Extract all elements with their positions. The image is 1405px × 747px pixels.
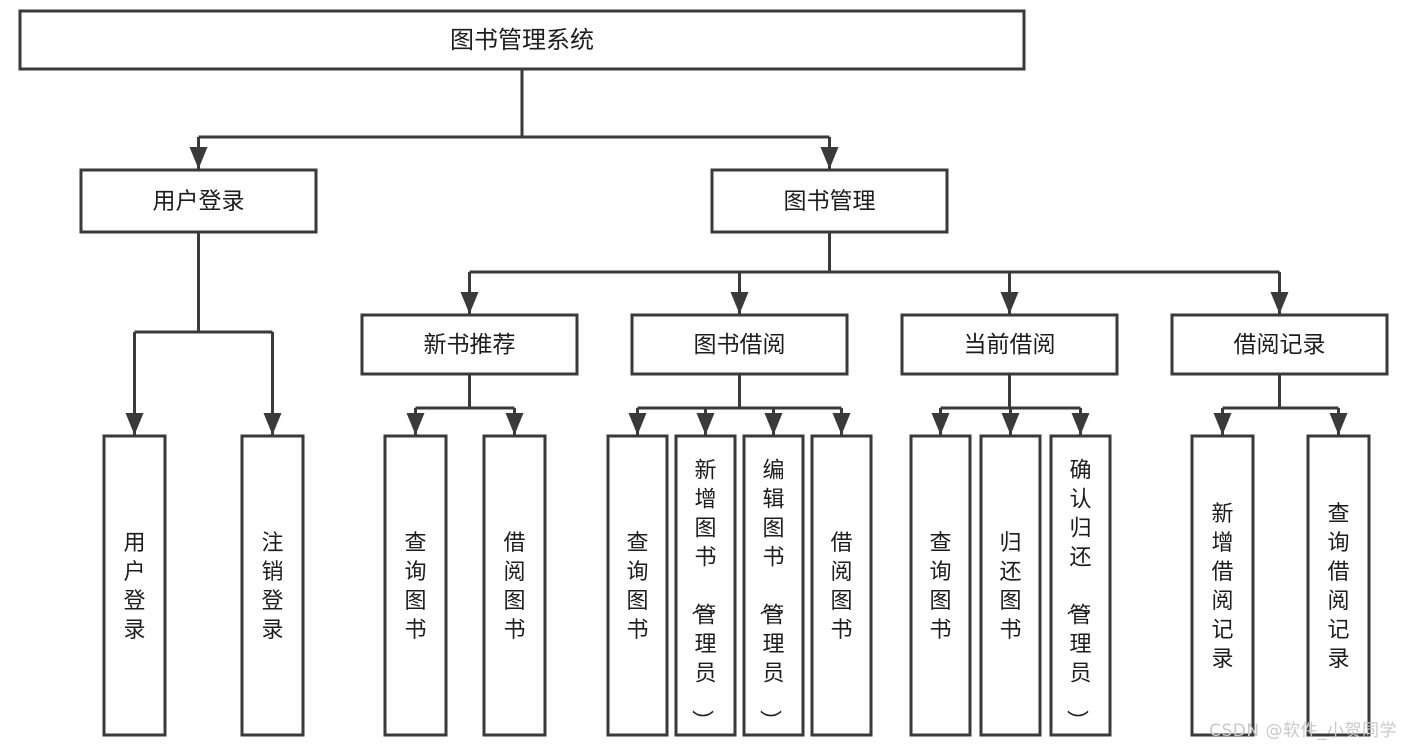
node-label-new-book-rec: 新书推荐 (424, 332, 516, 358)
arrow-book-borrow-to-leaf-borrow-edit (764, 413, 783, 435)
leaf-label-leaf-cur-confirm: 确认归还（管理员） (1063, 459, 1091, 732)
leaf-leaf-cur-confirm[interactable]: 确认归还（管理员） (1049, 434, 1112, 737)
leaf-label-leaf-user-logout: 注销登录 (261, 531, 283, 643)
leaf-box-leaf-borrow-edit (742, 434, 805, 737)
node-user-login[interactable]: 用户登录 (79, 168, 318, 234)
leaf-box-leaf-cur-confirm (1049, 434, 1112, 737)
node-label-user-login: 用户登录 (153, 189, 245, 215)
leaf-label-leaf-borrow-add: 新增图书（管理员） (688, 459, 716, 732)
leaf-label-leaf-cur-return: 归还图书 (999, 531, 1021, 643)
arrow-bm-to-current-borrow (1000, 292, 1019, 314)
leaf-box-leaf-rec-query (383, 434, 448, 737)
leaf-label-leaf-user-login: 用户登录 (123, 531, 145, 643)
node-box-book-borrow (630, 313, 849, 376)
node-book-borrow[interactable]: 图书借阅 (630, 313, 849, 376)
arrow-current-borrow-to-leaf-cur-confirm (1071, 413, 1090, 435)
leaf-label-leaf-rec-query: 查询图书 (404, 531, 426, 643)
leaf-leaf-user-logout[interactable]: 注销登录 (240, 434, 305, 737)
leaf-box-leaf-borrow-query (606, 434, 669, 737)
leaf-box-leaf-user-login (102, 434, 167, 737)
arrow-new-book-rec-to-leaf-rec-borrow (505, 413, 524, 435)
leaf-leaf-cur-return[interactable]: 归还图书 (979, 434, 1042, 737)
leaf-leaf-rec-query2[interactable]: 查询借阅记录 (1306, 434, 1371, 737)
node-borrow-record[interactable]: 借阅记录 (1170, 313, 1389, 376)
leaf-leaf-borrow-edit[interactable]: 编辑图书（管理员） (742, 434, 805, 737)
leaf-leaf-borrow-add[interactable]: 新增图书（管理员） (674, 434, 737, 737)
leaf-leaf-rec-borrow[interactable]: 借阅图书 (482, 434, 547, 737)
connector-layer (125, 69, 1348, 435)
leaf-label-leaf-cur-query: 查询图书 (929, 531, 951, 643)
leaf-label-leaf-borrow-edit: 编辑图书（管理员） (756, 459, 784, 732)
leaf-box-leaf-user-logout (240, 434, 305, 737)
arrow-book-borrow-to-leaf-borrow-lend (832, 413, 851, 435)
leaf-leaf-rec-query[interactable]: 查询图书 (383, 434, 448, 737)
node-book-manage[interactable]: 图书管理 (710, 168, 949, 234)
node-label-book-manage: 图书管理 (784, 189, 876, 215)
arrow-new-book-rec-to-leaf-rec-query (406, 413, 425, 435)
arrow-borrow-record-to-leaf-rec-query2 (1329, 413, 1348, 435)
node-box-root (18, 9, 1026, 71)
node-label-book-borrow: 图书借阅 (694, 332, 786, 358)
arrow-book-borrow-to-leaf-borrow-add (696, 413, 715, 435)
arrow-root-to-user-login (189, 147, 208, 169)
arrow-bm-to-borrow-record (1270, 292, 1289, 314)
leaf-box-leaf-rec-borrow (482, 434, 547, 737)
node-layer: 图书管理系统用户登录图书管理新书推荐图书借阅当前借阅借阅记录用户登录注销登录查询… (18, 9, 1389, 737)
leaf-leaf-rec-add[interactable]: 新增借阅记录 (1190, 434, 1255, 737)
leaf-label-leaf-rec-add: 新增借阅记录 (1211, 502, 1233, 672)
leaf-label-leaf-rec-query2: 查询借阅记录 (1327, 502, 1349, 672)
node-label-current-borrow: 当前借阅 (964, 332, 1056, 358)
leaf-box-leaf-borrow-lend (810, 434, 873, 737)
leaf-box-leaf-rec-add (1190, 434, 1255, 737)
arrow-book-borrow-to-leaf-borrow-query (628, 413, 647, 435)
arrow-bm-to-new-book-rec (460, 292, 479, 314)
arrow-borrow-record-to-leaf-rec-add (1213, 413, 1232, 435)
leaf-leaf-borrow-lend[interactable]: 借阅图书 (810, 434, 873, 737)
arrow-current-borrow-to-leaf-cur-return (1001, 413, 1020, 435)
node-new-book-rec[interactable]: 新书推荐 (360, 313, 579, 376)
leaf-box-leaf-borrow-add (674, 434, 737, 737)
leaf-label-leaf-borrow-query: 查询图书 (626, 531, 648, 643)
arrow-current-borrow-to-leaf-cur-query (931, 413, 950, 435)
arrow-bm-to-book-borrow (730, 292, 749, 314)
arrow-root-to-book-manage (820, 147, 839, 169)
node-root[interactable]: 图书管理系统 (18, 9, 1026, 71)
leaf-box-leaf-rec-query2 (1306, 434, 1371, 737)
leaf-box-leaf-cur-return (979, 434, 1042, 737)
node-label-root: 图书管理系统 (450, 26, 594, 54)
node-label-borrow-record: 借阅记录 (1234, 332, 1326, 358)
leaf-leaf-cur-query[interactable]: 查询图书 (909, 434, 972, 737)
leaf-label-leaf-borrow-lend: 借阅图书 (830, 531, 852, 643)
arrow-user-login-to-leaf-user-login (125, 413, 144, 435)
leaf-leaf-user-login[interactable]: 用户登录 (102, 434, 167, 737)
node-box-user-login (79, 168, 318, 234)
leaf-label-leaf-rec-borrow: 借阅图书 (503, 531, 525, 643)
node-current-borrow[interactable]: 当前借阅 (900, 313, 1119, 376)
node-box-current-borrow (900, 313, 1119, 376)
arrow-user-login-to-leaf-user-logout (263, 413, 282, 435)
node-box-new-book-rec (360, 313, 579, 376)
csdn-watermark: CSDN @软件_小贺同学 (1209, 721, 1397, 741)
leaf-box-leaf-cur-query (909, 434, 972, 737)
node-box-book-manage (710, 168, 949, 234)
node-box-borrow-record (1170, 313, 1389, 376)
leaf-leaf-borrow-query[interactable]: 查询图书 (606, 434, 669, 737)
